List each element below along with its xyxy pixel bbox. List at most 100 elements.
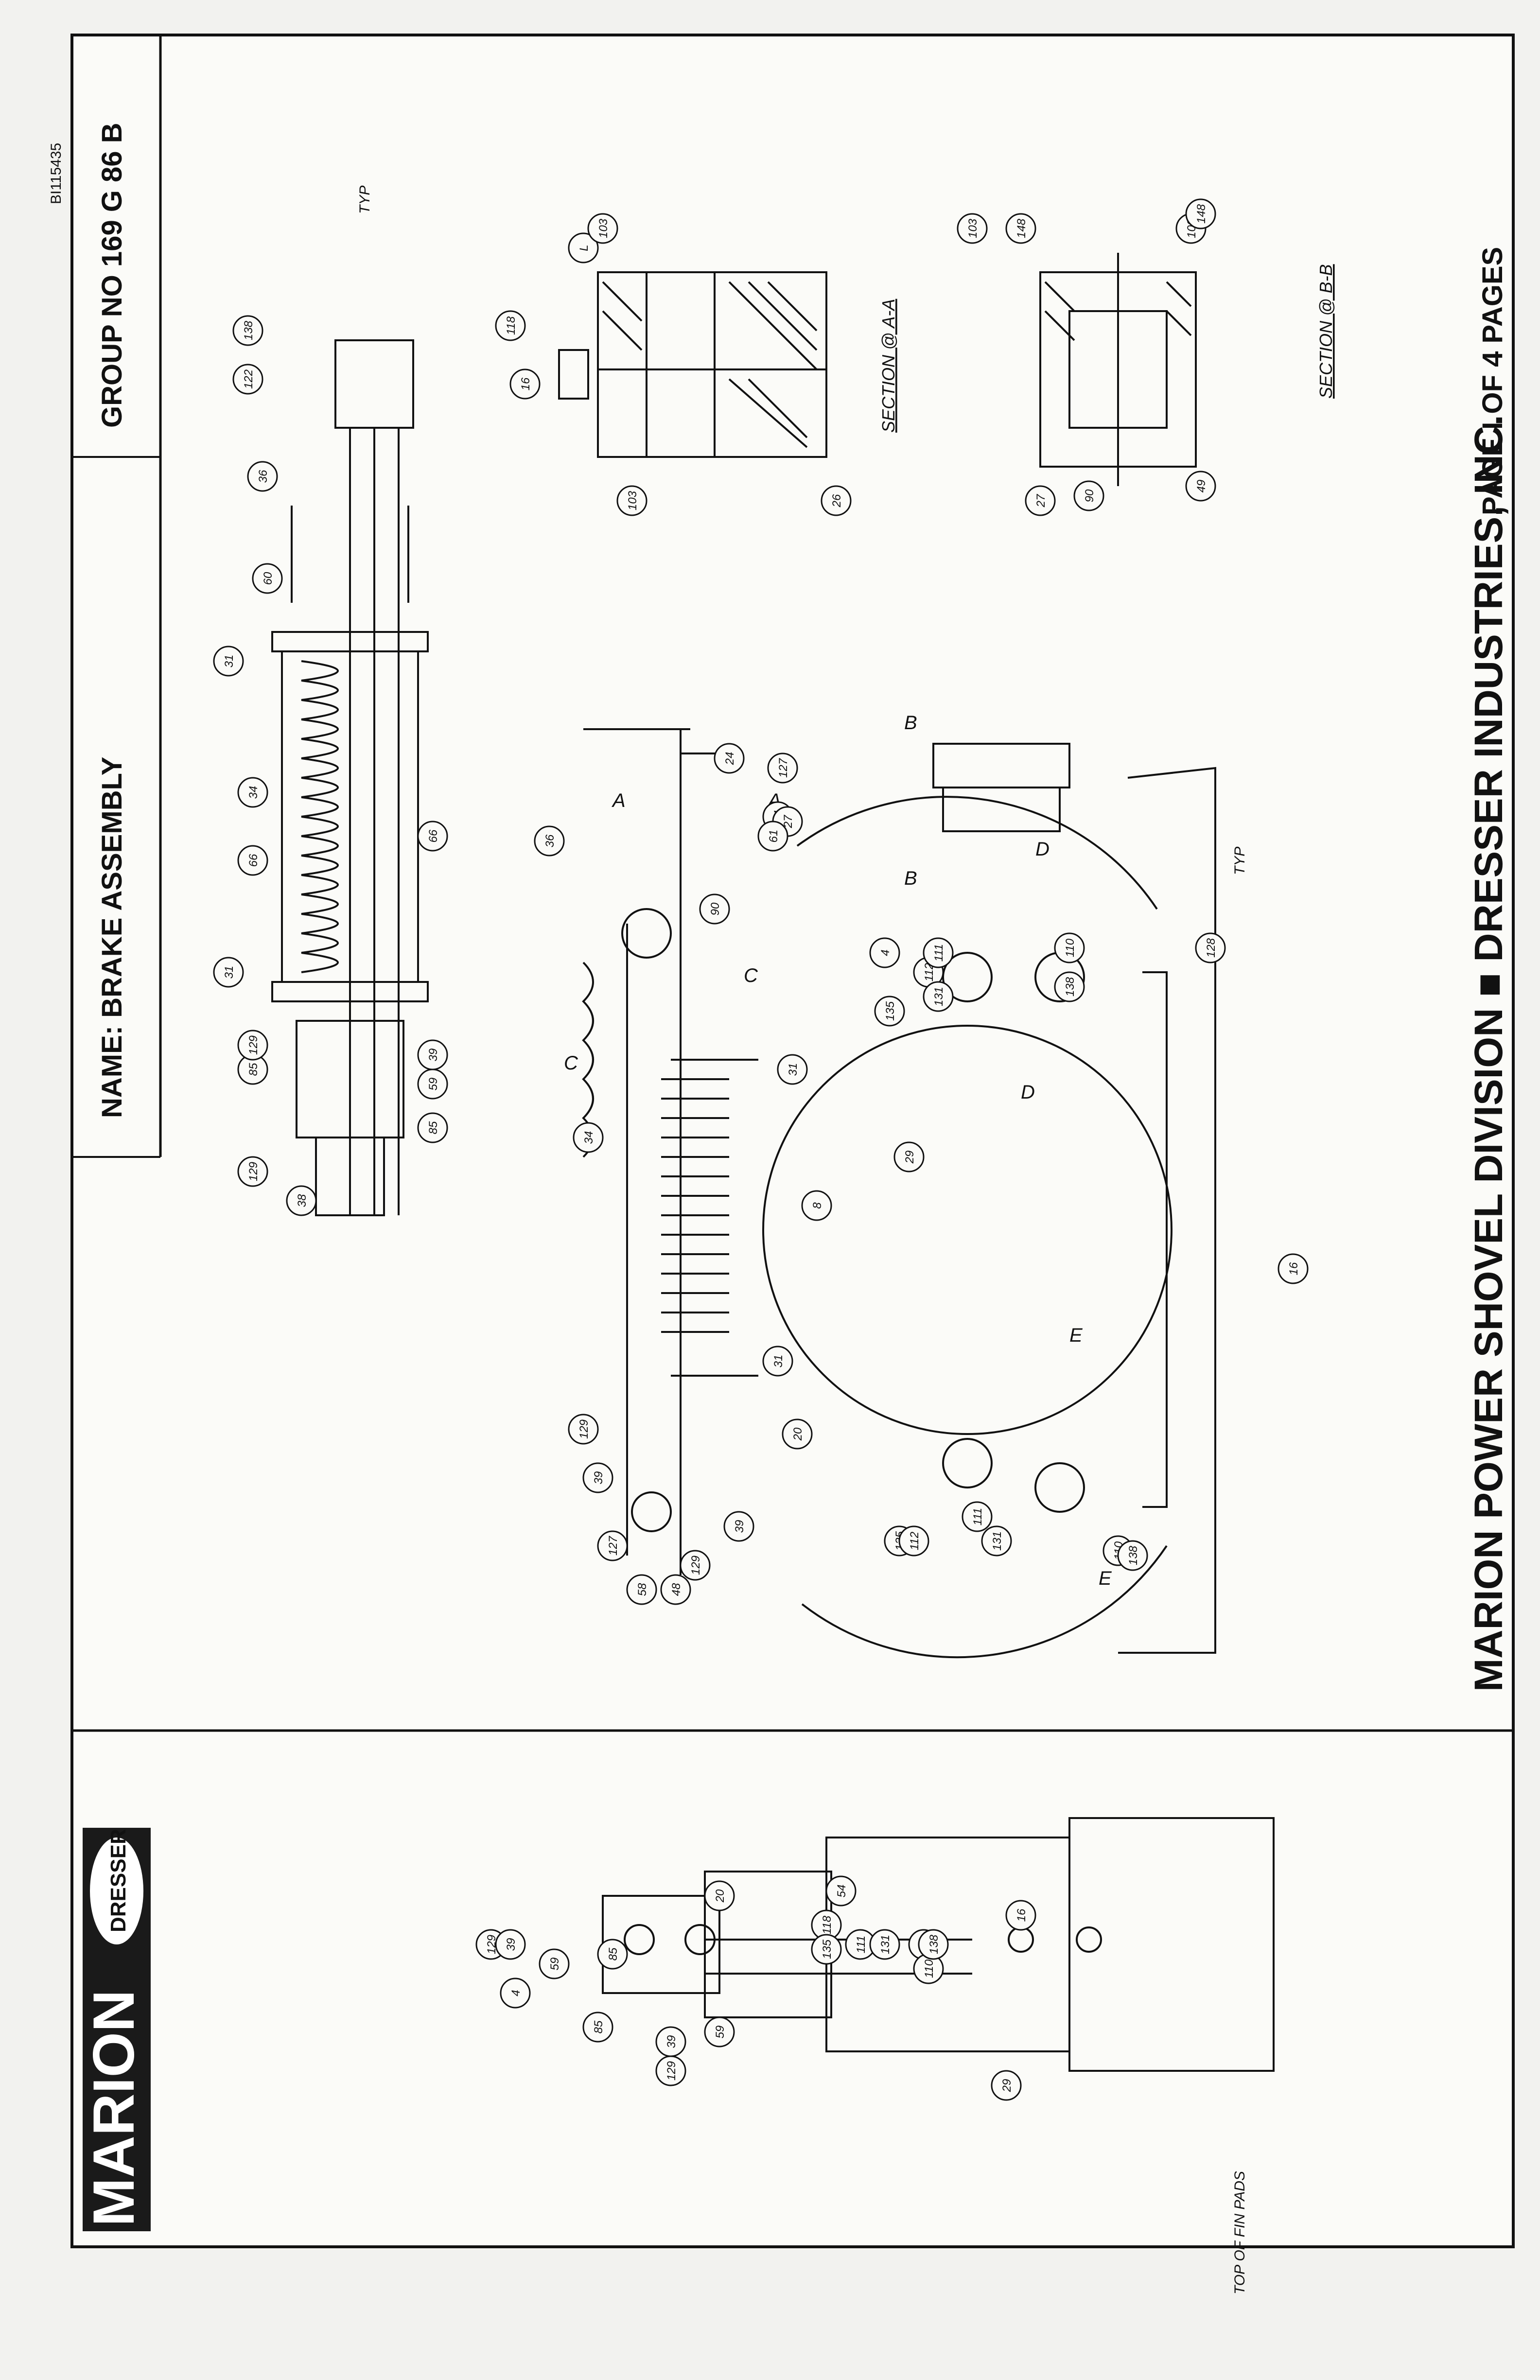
callout-number: 16	[519, 377, 532, 390]
svg-text:A: A	[612, 790, 626, 811]
callout-59: 59	[704, 2016, 735, 2048]
callout-number: 129	[247, 1162, 260, 1181]
page-info: PAGE I OF 4 PAGES	[1477, 247, 1508, 515]
callout-number: 148	[1195, 204, 1208, 224]
callout-number: 31	[223, 966, 236, 979]
svg-text:E: E	[1099, 1568, 1112, 1589]
callout-number: 129	[578, 1419, 591, 1439]
callout-39: 39	[723, 1511, 754, 1542]
callout-27: 27	[1025, 485, 1056, 516]
callout-31: 31	[777, 1054, 808, 1085]
upper-spring-assembly	[271, 339, 429, 1216]
callout-20: 20	[704, 1880, 735, 1911]
callout-number: 103	[966, 218, 980, 238]
section-bb-caption: SECTION @ B-B	[1316, 264, 1336, 399]
callout-112: 112	[898, 1525, 929, 1557]
callout-number: 129	[665, 2061, 678, 2081]
callout-number: 129	[247, 1035, 260, 1055]
callout-85: 85	[417, 1112, 448, 1143]
callout-number: 39	[592, 1471, 605, 1485]
svg-text:MARION: MARION	[81, 1990, 146, 2226]
callout-number: 138	[1064, 977, 1077, 997]
callout-number: 38	[296, 1194, 309, 1207]
callout-34: 34	[237, 777, 268, 808]
callout-31: 31	[762, 1346, 793, 1377]
callout-number: 135	[884, 1001, 897, 1021]
callout-number: 8	[811, 1202, 824, 1209]
callout-number: 131	[991, 1531, 1004, 1551]
callout-61: 61	[757, 821, 788, 852]
callout-number: 111	[855, 1936, 868, 1953]
callout-number: 58	[636, 1583, 649, 1596]
callout-31: 31	[213, 646, 244, 677]
callout-24: 24	[714, 743, 745, 774]
callout-number: 24	[723, 752, 736, 766]
callout-number: 118	[821, 1915, 834, 1934]
company-name: MARION POWER SHOVEL DIVISION ■ DRESSER I…	[1467, 415, 1511, 1692]
callout-number: 110	[1064, 938, 1077, 957]
callout-110: 110	[1054, 932, 1085, 963]
callout-16: 16	[509, 368, 541, 400]
callout-L: L	[568, 232, 599, 263]
svg-text:DRESSER: DRESSER	[106, 1829, 130, 1932]
callout-29: 29	[893, 1141, 925, 1172]
callout-number: 118	[505, 316, 518, 335]
callout-number: 39	[427, 1049, 440, 1062]
callout-number: 4	[509, 1990, 523, 1996]
svg-text:D: D	[1021, 1082, 1035, 1103]
callout-number: 128	[1205, 938, 1218, 958]
callout-number: 85	[427, 1121, 440, 1134]
callout-number: 148	[1015, 218, 1028, 238]
callout-number: 66	[427, 829, 440, 842]
callout-number: 4	[879, 949, 892, 956]
callout-number: 54	[835, 1885, 848, 1898]
callout-90: 90	[699, 893, 730, 925]
callout-34: 34	[573, 1122, 604, 1153]
callout-16: 16	[1005, 1900, 1036, 1931]
callout-129: 129	[680, 1550, 711, 1581]
callout-number: 66	[247, 854, 260, 867]
callout-number: 111	[971, 1508, 984, 1525]
callout-number: 36	[257, 470, 270, 483]
callout-129: 129	[237, 1030, 268, 1061]
svg-text:C: C	[744, 965, 758, 986]
callout-103: 103	[587, 213, 618, 244]
callout-number: 16	[1015, 1908, 1028, 1922]
callout-103: 103	[957, 213, 988, 244]
callout-number: 27	[1034, 493, 1048, 508]
callout-127: 127	[767, 752, 798, 784]
callout-138: 138	[918, 1929, 949, 1960]
callout-85: 85	[582, 2012, 613, 2043]
callout-38: 38	[286, 1185, 317, 1216]
svg-text:TYP: TYP	[357, 186, 373, 214]
assembly-name: NAME: BRAKE ASSEMBLY	[96, 757, 128, 1118]
callout-number: 48	[670, 1583, 683, 1596]
callout-49: 49	[1185, 471, 1216, 502]
callout-129: 129	[237, 1156, 268, 1187]
callout-number: 138	[242, 320, 255, 340]
callout-110: 110	[913, 1953, 944, 1984]
callout-number: 122	[242, 369, 255, 389]
typ-labels: TYP TYP	[357, 186, 1248, 875]
callout-number: 138	[928, 1934, 941, 1954]
main-brake-view	[582, 728, 1216, 1659]
callout-number: 39	[665, 2035, 678, 2048]
section-aa-view	[558, 271, 827, 458]
callout-number: 127	[777, 757, 790, 778]
callout-39: 39	[582, 1462, 613, 1493]
callout-85: 85	[237, 1054, 268, 1085]
callout-36: 36	[534, 825, 565, 857]
callout-29: 29	[991, 2070, 1022, 2101]
callout-131: 131	[869, 1929, 900, 1960]
callout-number: 61	[767, 830, 780, 843]
callout-number: 103	[626, 490, 639, 510]
callout-131: 131	[981, 1525, 1012, 1557]
callout-111: 111	[923, 937, 954, 968]
callout-129: 129	[568, 1414, 599, 1445]
callout-number: 103	[597, 218, 610, 238]
callout-number: 36	[543, 834, 557, 847]
callout-135: 135	[874, 996, 905, 1027]
callout-number: 85	[607, 1947, 620, 1960]
callout-number: 90	[709, 902, 722, 915]
